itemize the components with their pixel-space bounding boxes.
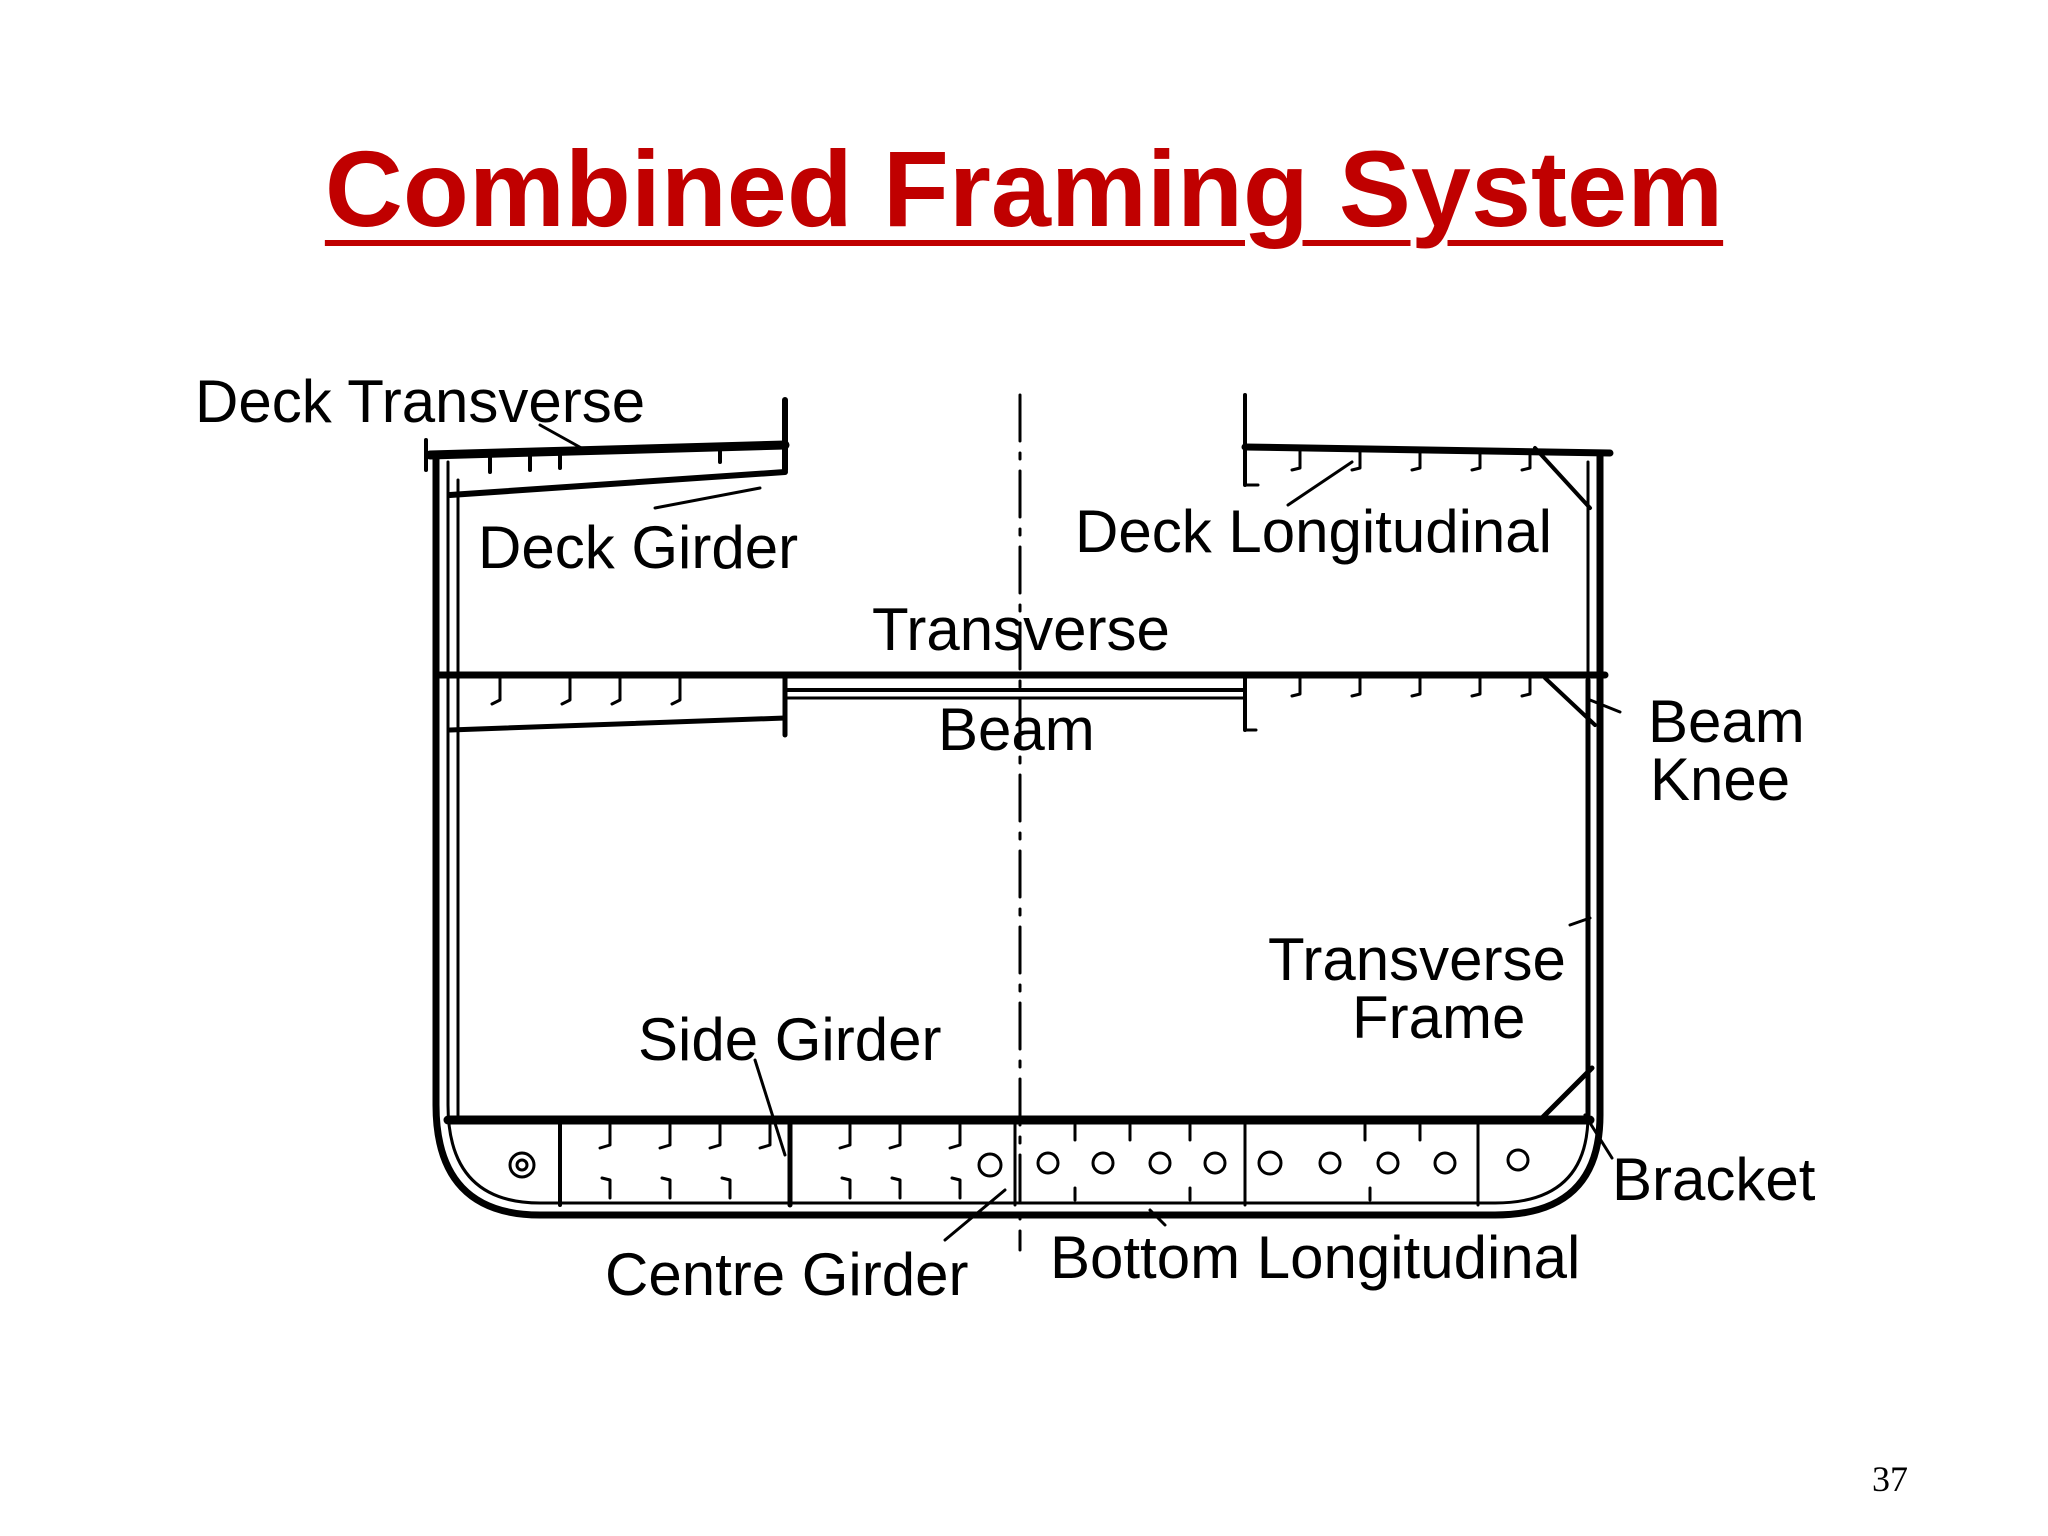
upper-deck (425, 393, 1614, 510)
page-number: 37 (1872, 1459, 1908, 1499)
label-bracket: Bracket (1612, 1146, 1816, 1213)
label-deck-transverse: Deck Transverse (195, 368, 645, 435)
deck-transverse-stiffeners (488, 446, 722, 474)
deck-longitudinal-stiffeners (1290, 448, 1532, 472)
slide-title: Combined Framing System (324, 128, 1724, 249)
label-side-girder: Side Girder (638, 1006, 941, 1073)
label-bottom-longitudinal: Bottom Longitudinal (1050, 1224, 1580, 1291)
double-bottom (443, 1065, 1595, 1208)
label-centre-girder: Centre Girder (605, 1241, 968, 1308)
label-beam-knee-2: Knee (1650, 746, 1790, 813)
leader-lines (538, 423, 1622, 1242)
label-transverse-frame-2: Frame (1352, 984, 1525, 1051)
label-beam-knee-1: Beam (1648, 688, 1805, 755)
label-deck-longitudinal: Deck Longitudinal (1075, 498, 1552, 565)
transverse-frames (456, 478, 1591, 1118)
bottom-transverse-stiffeners (598, 1123, 962, 1200)
label-deck-girder: Deck Girder (478, 514, 798, 581)
label-transverse: Transverse (872, 596, 1170, 663)
tween-deck (436, 671, 1609, 738)
tween-deck-stiffeners (490, 676, 1532, 706)
label-beam: Beam (938, 696, 1095, 763)
label-transverse-frame-1: Transverse (1268, 926, 1566, 993)
bottom-longitudinal-holes (508, 1123, 1530, 1202)
